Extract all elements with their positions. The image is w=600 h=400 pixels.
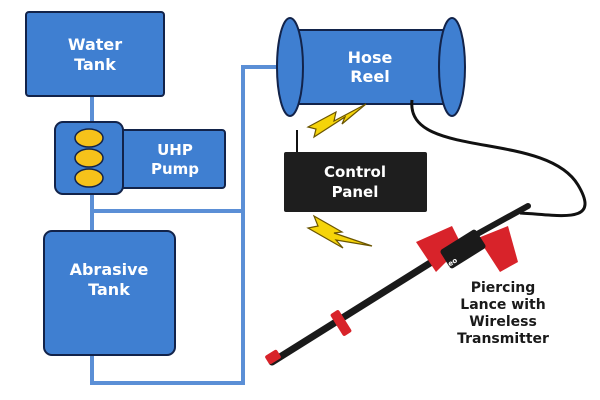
- water-tank-label-line2: Tank: [74, 55, 116, 74]
- hose-reel-drum: [289, 29, 453, 105]
- lance-nozzle-tip: [265, 349, 281, 365]
- control-panel-label-line1: Control: [324, 163, 386, 181]
- uhp-pump-label-line1: UHP: [157, 141, 193, 159]
- control-panel: Control Panel: [284, 130, 427, 212]
- hose-reel-right-flange: [438, 17, 466, 117]
- abrasive-tank-label-line1: Abrasive: [70, 260, 149, 279]
- pipe-network: [90, 65, 284, 385]
- lance-label-line4: Transmitter: [457, 331, 549, 347]
- control-panel-box: [284, 152, 427, 212]
- water-tank-label-line1: Water: [68, 35, 122, 54]
- abrasive-tank-box: [43, 230, 176, 356]
- hose-reel: Hose Reel: [276, 17, 466, 117]
- piercing-lance-label: Piercing Lance with Wireless Transmitter: [457, 280, 549, 347]
- lance-label-line1: Piercing: [471, 280, 536, 296]
- hose-reel-label-line2: Reel: [350, 67, 390, 86]
- uhp-pump-label-line2: Pump: [151, 160, 199, 178]
- control-panel-label-line2: Panel: [332, 183, 379, 201]
- water-tank-box: [25, 11, 165, 97]
- water-tank: Water Tank: [25, 11, 165, 97]
- uhp-pump: UHP Pump: [54, 121, 226, 195]
- lightning-bolt-icon: [306, 103, 367, 139]
- lance-rear-grip: [478, 226, 518, 272]
- lance-rear-tube: [467, 203, 531, 241]
- pump-indicator-light-icon: [74, 148, 104, 168]
- pump-indicator-light-icon: [74, 128, 104, 148]
- abrasive-tank-label-line2: Tank: [88, 280, 130, 299]
- lightning-bolt-icon: [306, 214, 373, 249]
- piercing-lance: Leo: [265, 203, 531, 366]
- lance-label-line2: Lance with: [460, 297, 545, 313]
- abrasive-tank: Abrasive Tank: [43, 230, 176, 356]
- high-pressure-hose: [410, 99, 587, 218]
- hose-reel-left-flange: [276, 17, 304, 117]
- hose-reel-label-line1: Hose: [348, 48, 393, 67]
- lance-front-handle: [330, 310, 352, 336]
- lance-trigger-housing: [416, 226, 462, 272]
- lance-transmitter: [440, 229, 486, 269]
- pump-indicator-light-icon: [74, 168, 104, 188]
- lance-label-line3: Wireless: [469, 314, 537, 330]
